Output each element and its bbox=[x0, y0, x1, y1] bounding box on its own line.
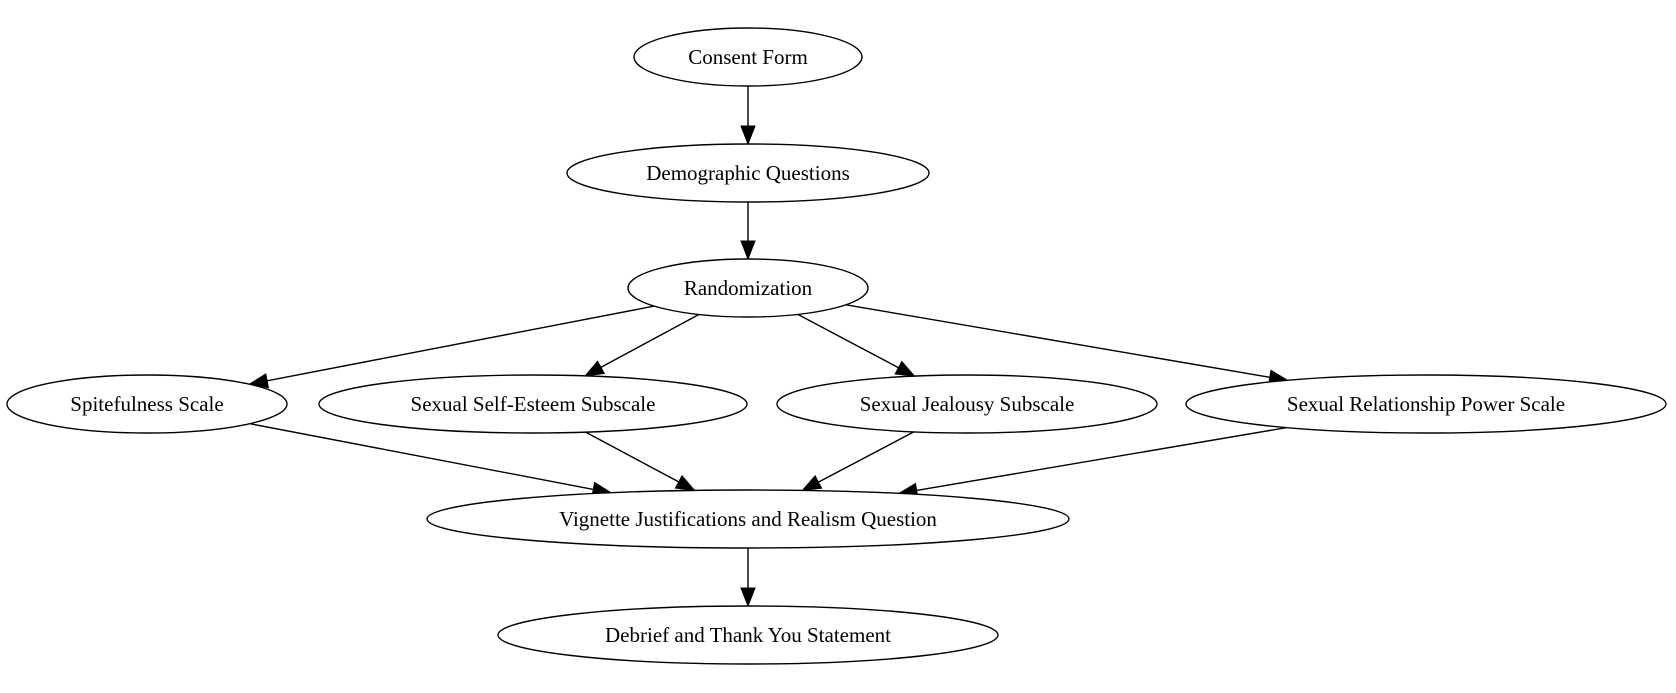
node-vignette: Vignette Justifications and Realism Ques… bbox=[426, 489, 1070, 549]
edge-power-to-vignette bbox=[916, 426, 1287, 492]
node-label-spitefulness: Spitefulness Scale bbox=[70, 392, 223, 416]
edge-randomization-to-jealousy bbox=[797, 313, 899, 369]
arrowhead-randomization-to-self_esteem bbox=[583, 360, 606, 377]
node-label-randomization: Randomization bbox=[684, 276, 813, 300]
node-ellipse-randomization bbox=[627, 258, 869, 318]
node-consent: Consent Form bbox=[633, 27, 863, 87]
node-ellipse-vignette bbox=[426, 489, 1070, 549]
arrowhead-self_esteem-to-vignette bbox=[674, 474, 696, 492]
node-debrief: Debrief and Thank You Statement bbox=[497, 605, 999, 665]
edge-self_esteem-to-vignette bbox=[585, 431, 680, 483]
edge-jealousy-to-vignette bbox=[818, 431, 915, 483]
node-ellipse-power bbox=[1185, 374, 1667, 434]
edge-randomization-to-power bbox=[845, 304, 1270, 378]
node-ellipse-debrief bbox=[497, 605, 999, 665]
node-label-debrief: Debrief and Thank You Statement bbox=[605, 623, 891, 647]
node-ellipse-consent bbox=[633, 27, 863, 87]
node-jealousy: Sexual Jealousy Subscale bbox=[776, 374, 1158, 434]
edges-layer bbox=[248, 86, 1289, 608]
arrowhead-consent-to-demographic bbox=[740, 125, 756, 146]
node-ellipse-demographic bbox=[566, 143, 930, 203]
node-ellipse-spitefulness bbox=[6, 374, 288, 434]
node-spitefulness: Spitefulness Scale bbox=[6, 374, 288, 434]
node-self_esteem: Sexual Self-Esteem Subscale bbox=[318, 374, 748, 434]
node-label-power: Sexual Relationship Power Scale bbox=[1287, 392, 1565, 416]
node-demographic: Demographic Questions bbox=[566, 143, 930, 203]
edge-spitefulness-to-vignette bbox=[249, 423, 594, 491]
node-randomization: Randomization bbox=[627, 258, 869, 318]
arrowhead-randomization-to-jealousy bbox=[894, 360, 916, 377]
arrowhead-demographic-to-randomization bbox=[740, 240, 756, 261]
edge-randomization-to-spitefulness bbox=[266, 305, 655, 382]
node-label-jealousy: Sexual Jealousy Subscale bbox=[860, 392, 1075, 416]
node-power: Sexual Relationship Power Scale bbox=[1185, 374, 1667, 434]
node-label-vignette: Vignette Justifications and Realism Ques… bbox=[559, 507, 937, 531]
node-label-demographic: Demographic Questions bbox=[646, 161, 850, 185]
arrowhead-jealousy-to-vignette bbox=[801, 475, 823, 492]
edge-randomization-to-self_esteem bbox=[600, 313, 700, 368]
node-ellipse-jealousy bbox=[776, 374, 1158, 434]
node-label-consent: Consent Form bbox=[688, 45, 808, 69]
node-label-self_esteem: Sexual Self-Esteem Subscale bbox=[411, 392, 656, 416]
arrowhead-vignette-to-debrief bbox=[740, 587, 756, 608]
node-ellipse-self_esteem bbox=[318, 374, 748, 434]
